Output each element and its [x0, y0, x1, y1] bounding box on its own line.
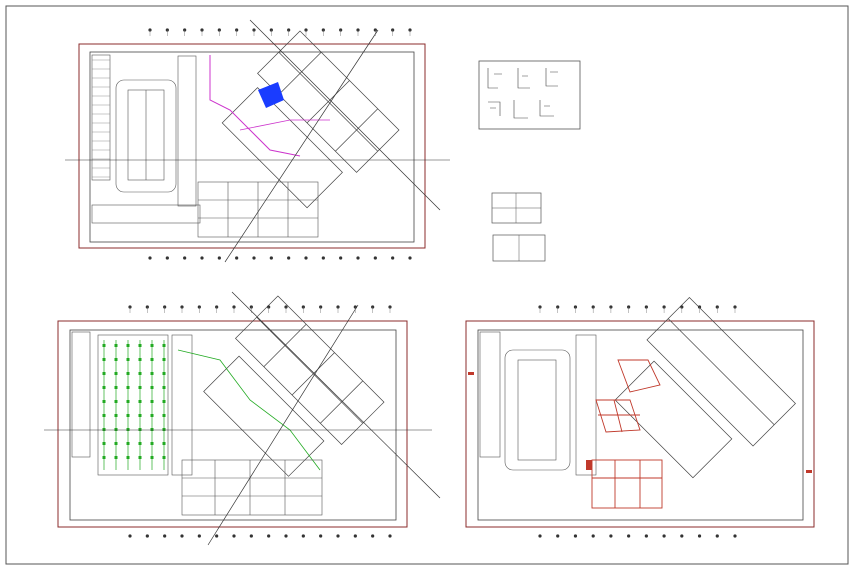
section-line-b — [207, 304, 359, 546]
electrical-floor-plan — [44, 291, 441, 546]
blue-room-fill — [258, 82, 284, 108]
red-structural-grid — [591, 359, 663, 509]
section-line-a — [231, 291, 441, 499]
top-floor-plan — [65, 19, 450, 263]
grid-markers-bl — [128, 305, 392, 538]
parking-block — [479, 331, 597, 476]
rotated-wing — [614, 296, 796, 479]
building-outline — [477, 329, 804, 521]
lower-office-block — [197, 181, 319, 238]
plan-frame — [78, 43, 426, 249]
green-feeder-run — [177, 349, 321, 471]
detail-panel-large — [478, 60, 581, 130]
lower-office-block — [181, 459, 323, 516]
detail-sketches-large — [487, 68, 558, 119]
section-line-b — [224, 29, 379, 263]
structural-floor-plan — [465, 296, 815, 538]
building-outline — [69, 329, 397, 521]
magenta-pipe-run — [209, 55, 301, 157]
stall-lines — [92, 59, 110, 178]
lighting-circuits — [102, 340, 166, 470]
parking-block — [91, 54, 201, 224]
section-line-a — [249, 19, 441, 211]
red-marker — [806, 470, 812, 473]
detail-panels — [478, 60, 581, 262]
magenta-pipe-branch — [239, 119, 330, 131]
red-marker — [468, 372, 474, 375]
sheet-border — [5, 5, 849, 565]
red-column — [586, 460, 592, 470]
rotated-wing — [221, 30, 400, 209]
grid-markers-br — [538, 305, 737, 538]
plan-frame — [57, 320, 408, 528]
rotated-wing — [203, 295, 385, 477]
parking-block — [71, 331, 193, 476]
building-outline — [89, 51, 415, 243]
plan-frame — [465, 320, 815, 528]
grid-markers-top — [148, 28, 412, 260]
